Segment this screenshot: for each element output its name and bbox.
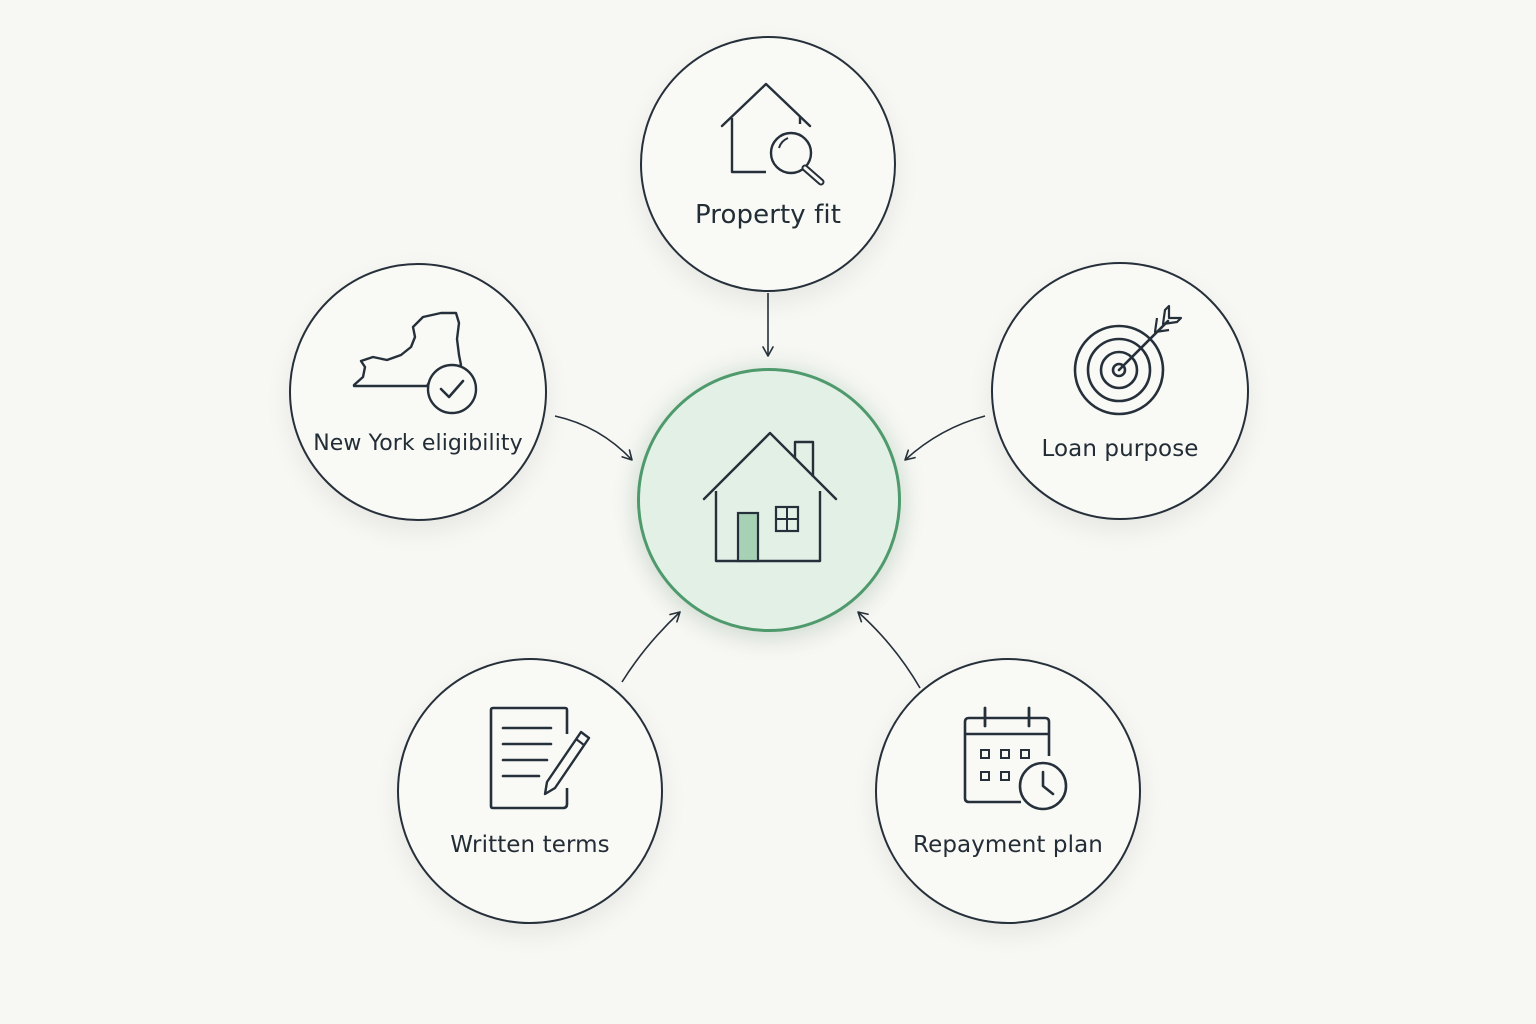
node-label: Repayment plan — [913, 832, 1103, 858]
node-written-terms: Written terms — [397, 658, 663, 924]
house-icon — [702, 431, 838, 563]
target-arrow-icon — [1073, 304, 1183, 416]
node-property-fit: Property fit — [640, 36, 896, 292]
center-hub — [637, 368, 901, 632]
document-pen-icon — [489, 706, 591, 810]
node-label: New York eligibility — [313, 431, 523, 456]
arrow-new-york-eligibility-to-center — [554, 415, 633, 461]
node-label: Property fit — [694, 200, 842, 230]
arrow-repayment-plan-to-center — [857, 611, 921, 689]
node-new-york-eligibility: New York eligibility — [289, 263, 547, 521]
node-repayment-plan: Repayment plan — [875, 658, 1141, 924]
node-loan-purpose: Loan purpose — [991, 262, 1249, 520]
arrow-loan-purpose-to-center — [904, 415, 986, 461]
node-label: Written terms — [450, 832, 610, 858]
new-york-state-check-icon — [352, 311, 478, 415]
house-search-icon — [720, 82, 825, 186]
arrow-written-terms-to-center — [621, 611, 681, 683]
node-label: Loan purpose — [1041, 436, 1199, 462]
calendar-clock-icon — [963, 706, 1068, 811]
